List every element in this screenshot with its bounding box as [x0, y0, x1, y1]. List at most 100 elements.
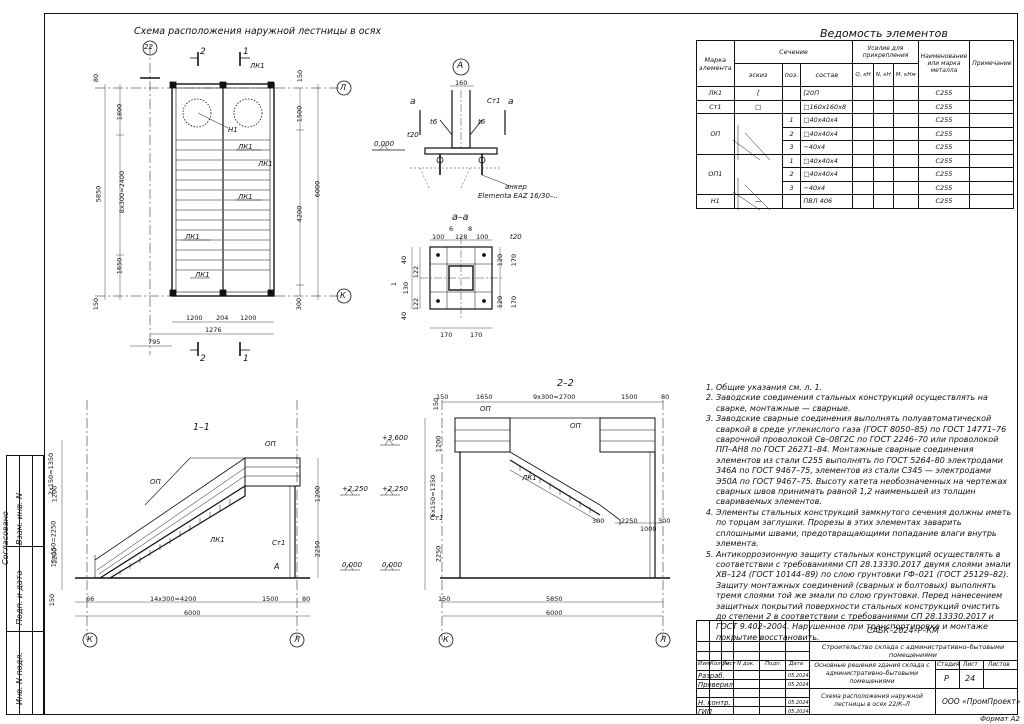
node-aa-t20: t20 — [510, 233, 522, 241]
cell-mark: ОП — [696, 113, 735, 155]
node-aa-dim-left-3: 122 — [412, 297, 421, 311]
cell-pos: 1 — [781, 153, 802, 168]
tb-col-date: Дата — [789, 661, 803, 667]
sec11-dim-left-4: 150 — [48, 593, 57, 607]
cell-mark: ЛК1 — [696, 86, 735, 101]
plan-dim-left-0: 5850 — [94, 185, 103, 203]
node-aa-dim-left-0: 40 — [400, 255, 409, 265]
note-item: Элементы стальных конструкций замкнутого… — [716, 508, 1012, 550]
node-aa-dim-left-1: 122 — [412, 265, 421, 279]
col-force: Усилие для прикрепления — [852, 40, 919, 64]
title-block: САБК–2024–Р–КМ Строительство склада с ад… — [696, 620, 1021, 716]
cell-pos — [781, 99, 802, 114]
node-a-anchor-2: Elementa EAZ 16/30–.. — [478, 192, 558, 200]
table-row: Ст1 □ □160х160х8 С255 — [696, 99, 1015, 114]
col-metal: Наименование или марка металла — [917, 40, 971, 87]
table-row: 2 □40х40х4 С255 — [697, 126, 1015, 141]
elements-title: Ведомость элементов — [820, 27, 948, 40]
node-aa-view — [411, 236, 502, 329]
cell-sketch: □ — [733, 99, 783, 114]
tb-date-2: 05.2024 — [788, 700, 809, 706]
tb-part: Основные решения здания склада с админис… — [814, 662, 930, 685]
cell-metal: С255 — [917, 167, 971, 182]
sec11-dim-bottom-1: 14x300=4200 — [150, 595, 197, 603]
node-aa-dim-right-0: 120 — [496, 253, 505, 267]
sec11-dim-left-3: 1200 — [50, 547, 59, 565]
plan-axis-k: К — [340, 291, 346, 300]
plan-mark-n1: Н1 — [228, 126, 238, 134]
note-item: Антикоррозионную защиту стальных констру… — [716, 550, 1012, 644]
plan-dim-left-1: 1800 — [115, 103, 124, 121]
tb-col-doc: N док. — [737, 661, 755, 667]
node-aa-dim-left-5: 1 — [390, 281, 399, 287]
plan-title: Схема расположения наружной лестницы в о… — [134, 26, 382, 37]
cell-comp: ПВЛ 406 — [800, 194, 854, 209]
sec22-dim-bottom-0: 300 — [592, 517, 605, 525]
cell-metal: С255 — [917, 113, 971, 128]
sec11-mark-op-1: ОП — [150, 478, 161, 486]
node-a-mark-a-left: а — [410, 97, 416, 107]
plan-dim-bottom-1: 204 — [216, 314, 229, 322]
sec11-label: 1–1 — [193, 422, 210, 433]
cell-comp: □40х40х4 — [800, 126, 854, 141]
plan-dim-right-0: 150 — [296, 69, 305, 83]
general-notes: Общие указания см. л. 1. Заводские соеди… — [702, 383, 1012, 643]
node-aa-dim-right-2: 120 — [496, 295, 505, 309]
cell-metal: С255 — [917, 194, 971, 209]
node-aa-dim-bottom-1: 170 — [470, 331, 483, 339]
sec22-mark-lk1: ЛК1 — [522, 474, 537, 482]
tb-stage: Р — [944, 674, 949, 683]
tb-sheets-header: Листов — [988, 662, 1010, 668]
tb-col-podp: Подп. — [765, 661, 782, 667]
plan-dim-bottom-2: 1200 — [240, 314, 257, 322]
cell-pos: 3 — [781, 140, 802, 155]
plan-sec-1-top: 1 — [243, 47, 249, 57]
sec11-dim-right-1: 2250 — [313, 540, 322, 558]
tb-role-3: Н. контр. — [698, 699, 731, 707]
sec11-axis-k: К — [87, 635, 93, 644]
tb-org: ООО «ПромПроект» — [942, 697, 1021, 706]
sec11-dim-bottom-3: 80 — [302, 595, 311, 603]
tb-stage-header: Стадия — [937, 662, 960, 668]
sec22-level-0: +3,600 — [382, 434, 408, 442]
binding-strip — [6, 455, 44, 715]
cell-comp: □160х160х8 — [800, 99, 854, 114]
node-aa-label: а–а — [452, 212, 469, 223]
cell-comp: □40х40х4 — [800, 153, 854, 168]
cell-metal: С255 — [917, 126, 971, 141]
sheet-frame — [44, 13, 1018, 715]
sec22-dim-bottom-1: 2250 — [621, 517, 638, 525]
node-aa-dim-top-3: 8 — [468, 225, 473, 233]
plan-dim-right-3: 4200 — [295, 205, 304, 223]
plan-axis-22: 22 — [144, 43, 153, 51]
sec22-dim-overall: 6000 — [546, 609, 563, 617]
cell-sketch — [733, 153, 783, 195]
cell-pos — [781, 86, 802, 101]
tb-role-0: Разраб. — [698, 672, 725, 680]
tb-role-4: ГИП — [698, 708, 712, 716]
tb-date-0: 05.2024 — [788, 673, 809, 679]
cell-metal: С255 — [917, 99, 971, 114]
node-a-mark-cm1: Ст1 — [487, 97, 501, 105]
sec22-dim-bottom-2: 1000 — [640, 525, 657, 533]
cell-sketch — [733, 113, 783, 155]
cell-metal: С255 — [917, 86, 971, 101]
cell-mark: Ст1 — [696, 99, 735, 114]
cell-sketch: [ — [733, 86, 783, 101]
cell-pos: 3 — [781, 180, 802, 195]
sec22-dim-top-0: 150 — [436, 393, 449, 401]
cell-pos: 2 — [781, 167, 802, 182]
plan-mark-lk1-3: ЛК1 — [258, 160, 273, 168]
plan-dim-left-5: 80 — [92, 73, 101, 83]
plan-dim-right-1: 1500 — [295, 105, 304, 123]
sec22-dim-left-1: 1200 — [434, 435, 443, 453]
plan-mark-lk1-4: ЛК1 — [238, 193, 253, 201]
sec22-dim-top-3: 1500 — [621, 393, 638, 401]
plan-mark-lk1-5: ЛК1 — [185, 233, 200, 241]
note-item: Общие указания см. л. 1. — [716, 383, 1012, 393]
table-row: 2 □40х40х4 С255 — [697, 167, 1015, 182]
node-aa-dim-top-0: 100 — [432, 233, 445, 241]
tb-date-3: 05.2024 — [788, 709, 809, 715]
sec22-axis-k: К — [443, 635, 449, 644]
